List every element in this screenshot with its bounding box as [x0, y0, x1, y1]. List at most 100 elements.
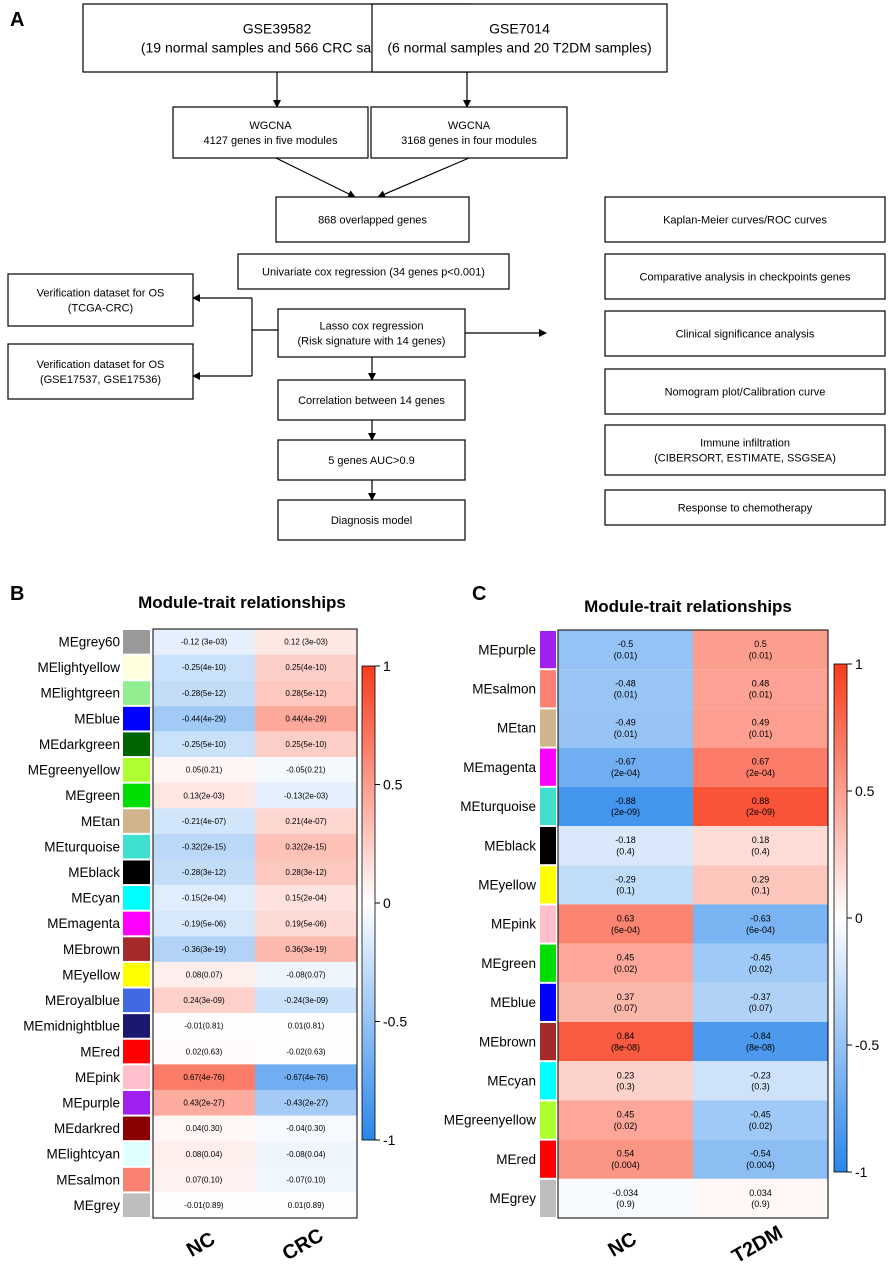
- heatmap-cell-label: 0.32(2e-15): [285, 842, 327, 851]
- flow-box-text: (TCGA-CRC): [68, 302, 133, 314]
- heatmap-cell-label: 0.43(2e-27): [183, 1099, 225, 1108]
- heatmap-cell: [153, 757, 255, 783]
- heatmap-cell: [153, 1141, 255, 1167]
- module-color-swatch: [123, 681, 150, 705]
- heatmap-cell-label: -0.07(0.10): [286, 1175, 325, 1184]
- heatmap-cell-label: (0.02): [749, 1121, 773, 1131]
- heatmap-cell: [558, 826, 693, 866]
- heatmap-cell-label: 0.21(4e-07): [285, 817, 327, 826]
- module-label: MEdarkred: [54, 1121, 120, 1136]
- module-label: MElightcyan: [46, 1147, 120, 1162]
- flow-box-text: Verification dataset for OS: [37, 287, 165, 299]
- flow-box-text: Immune infiltration: [700, 437, 790, 449]
- heatmap-cell-label: (0.4): [751, 846, 770, 856]
- heatmap-cell-label: -0.05(0.21): [286, 766, 325, 775]
- heatmap-cell-label: (8e-08): [746, 1042, 775, 1052]
- flowchart-connectors: [192, 72, 547, 501]
- heatmap-cell-label: (6e-04): [746, 925, 775, 935]
- heatmap-cell-label: (0.3): [751, 1082, 770, 1092]
- heatmap-cell-label: -0.63: [750, 914, 771, 924]
- module-color-swatch: [123, 732, 150, 757]
- module-label: MEgreen: [65, 788, 120, 803]
- heatmap-cell-label: -0.08(0.04): [286, 1150, 325, 1159]
- heatmap-cell: [558, 943, 693, 983]
- flow-box-text: Clinical significance analysis: [676, 328, 815, 340]
- panel-label-a: A: [10, 9, 24, 31]
- module-label: MEsalmon: [56, 1172, 120, 1187]
- heatmap-cell: [693, 669, 828, 709]
- heatmap-cell: [153, 705, 255, 732]
- color-scale-tick-label: -1: [855, 1164, 868, 1180]
- heatmap-cell-label: -0.84: [750, 1031, 771, 1041]
- module-color-swatch: [123, 1039, 150, 1064]
- flow-box-frame: [172, 106, 369, 159]
- flow-box-gse7014: GSE7014(6 normal samples and 20 T2DM sam…: [371, 3, 668, 73]
- module-color-swatch: [123, 962, 150, 987]
- flow-box-frame: [371, 3, 668, 73]
- module-color-swatch: [123, 630, 150, 654]
- heatmap-cell: [558, 1178, 693, 1218]
- heatmap-cell-label: -0.034: [613, 1188, 639, 1198]
- module-label: MEgreen: [481, 956, 536, 971]
- heatmap-cell-label: -0.44(4e-29): [182, 714, 226, 723]
- flow-box-frame: [370, 106, 568, 159]
- heatmap-cell-label: -0.43(2e-27): [284, 1099, 328, 1108]
- color-scale-bar: [833, 663, 848, 1173]
- heatmap-cell: [558, 1100, 693, 1140]
- heatmap-cell-label: (0.02): [614, 964, 638, 974]
- module-color-swatch: [540, 905, 556, 943]
- heatmap-cell: [153, 961, 255, 988]
- flow-box-text: WGCNA: [448, 120, 491, 132]
- flow-box-clinical: Clinical significance analysis: [604, 310, 886, 357]
- flow-box-overlap: 868 overlapped genes: [275, 196, 470, 243]
- heatmap-cell-label: 0.45: [617, 1110, 635, 1120]
- heatmap-cell-label: (0.004): [611, 1160, 640, 1170]
- module-label: MEturquoise: [460, 799, 536, 814]
- heatmap-cell: [693, 826, 828, 866]
- heatmap-cell: [255, 1115, 357, 1142]
- heatmap-cell-label: (0.004): [746, 1160, 775, 1170]
- heatmap-cell: [255, 757, 357, 783]
- heatmap-cell-label: 0.07(0.10): [186, 1175, 223, 1184]
- heatmap-cell-label: -0.88: [615, 796, 636, 806]
- flow-box-auc: 5 genes AUC>0.9: [277, 439, 466, 481]
- module-label: MEbrown: [63, 942, 120, 957]
- color-scale-tick-label: -0.5: [383, 1013, 407, 1029]
- module-label: MEpink: [75, 1070, 120, 1085]
- heatmap-cell-label: 0.25(4e-10): [285, 663, 327, 672]
- heatmap-cell: [153, 1192, 255, 1218]
- flow-box-verif-tcga: Verification dataset for OS (TCGA-CRC): [7, 273, 194, 327]
- heatmap-cell: [255, 629, 357, 655]
- heatmap-cell-label: 0.08(0.07): [186, 971, 223, 980]
- module-color-swatch: [123, 706, 150, 731]
- heatmap-cell: [153, 1038, 255, 1065]
- heatmap-cell: [153, 833, 255, 860]
- heatmap-cell-label: 0.05(0.21): [186, 766, 223, 775]
- flow-box-text: Nomogram plot/Calibration curve: [665, 386, 826, 398]
- heatmap-cell: [255, 808, 357, 834]
- module-label: MEmagenta: [463, 760, 536, 775]
- flow-box-text: Verification dataset for OS: [37, 359, 165, 371]
- flow-box-frame: [277, 379, 466, 421]
- flow-box-frame: [7, 343, 194, 400]
- heatmap-cell-label: 0.034: [749, 1188, 772, 1198]
- heatmap-cell-label: -0.08(0.07): [286, 971, 325, 980]
- heatmap-cell-label: -0.48: [615, 678, 636, 688]
- heatmap-cell: [255, 936, 357, 962]
- heatmap-cell-label: -0.67(4e-76): [284, 1073, 328, 1082]
- flow-box-frame: [604, 424, 886, 476]
- flow-box-text: Diagnosis model: [331, 515, 412, 527]
- flow-box-frame: [275, 196, 470, 243]
- flow-box-frame: [277, 439, 466, 481]
- flow-box-frame: [604, 489, 886, 526]
- flowchart-boxes: GSE39582(19 normal samples and 566 CRC s…: [7, 3, 886, 541]
- heatmap-cell: [558, 1022, 693, 1062]
- module-color-swatch: [540, 1023, 556, 1061]
- module-label: MEblack: [484, 838, 536, 853]
- heatmap-cell-label: (2e-04): [746, 768, 775, 778]
- heatmap-cell-label: 0.63: [617, 914, 635, 924]
- heatmap-cell: [153, 1089, 255, 1116]
- heatmap-cell-label: (0.9): [616, 1199, 635, 1209]
